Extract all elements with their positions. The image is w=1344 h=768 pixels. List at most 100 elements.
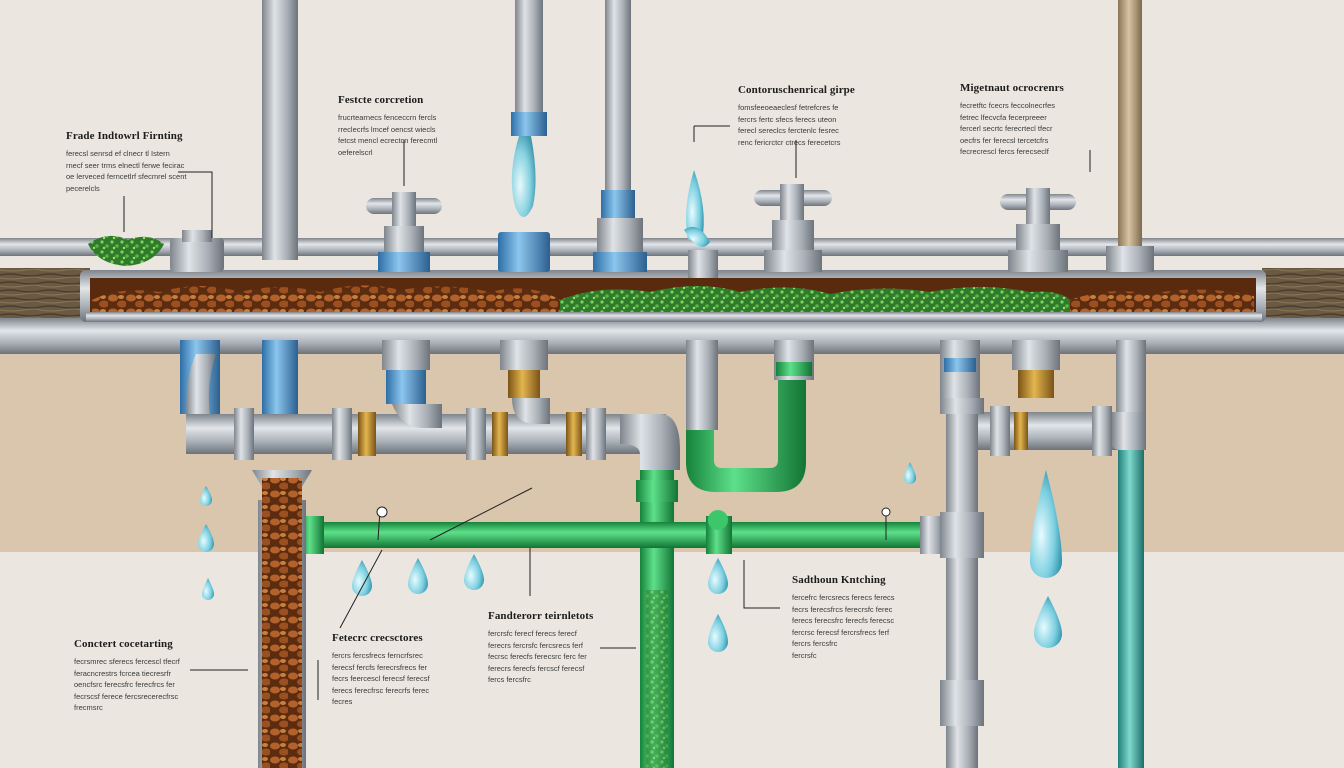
label-line: fetrec lfecvcfa fecerpreeer bbox=[960, 112, 1064, 124]
label-line: rnecf seer trms elnectl ferwe fecirac bbox=[66, 160, 186, 172]
pipe-drop-blue bbox=[262, 340, 298, 414]
label-line: fercerl secrtc ferecrtecl tfecr bbox=[960, 123, 1064, 135]
pipe-coupling bbox=[511, 112, 547, 136]
pipe-coupling bbox=[1092, 406, 1112, 456]
ceiling-pipe bbox=[515, 0, 543, 120]
pipe-coupling bbox=[940, 398, 984, 414]
label-line: fecrs ferecsfrcs ferecrsfc ferec bbox=[792, 604, 895, 616]
wood-joist-right bbox=[1262, 268, 1344, 324]
label-line: fercrs fercsfrecs ferncrfsrec bbox=[332, 650, 430, 662]
annotation-label: Fandterorr teirnletots fercrsfc ferecf f… bbox=[488, 610, 593, 686]
annotation-label: Festcte corcretion frucrtearnecs fencecc… bbox=[338, 94, 437, 158]
label-title: Migetnaut ocrocrenrs bbox=[960, 82, 1064, 94]
annotation-label: Fetecrc crecsctores fercrs fercsfrecs fe… bbox=[332, 632, 430, 708]
ceiling-pipe bbox=[605, 0, 631, 196]
label-body: ferecsl senrsd ef clnecr tl Istern rnecf… bbox=[66, 148, 186, 194]
label-title: Fandterorr teirnletots bbox=[488, 610, 593, 622]
pipe-coupling bbox=[776, 362, 812, 376]
valve-handle bbox=[366, 192, 442, 272]
label-line: oencfsrc ferecsfrc ferecfrcs fer bbox=[74, 679, 180, 691]
label-line: fercefrc fercsrecs ferecs ferecs bbox=[792, 592, 895, 604]
label-line: ferecsl senrsd ef clnecr tl Istern bbox=[66, 148, 186, 160]
annotation-label: Frade Indtowrl Firnting ferecsl senrsd e… bbox=[66, 130, 186, 194]
pipe-coupling bbox=[990, 406, 1010, 456]
label-line: fomsfeeoeaeclesf fetrefcres fe bbox=[738, 102, 855, 114]
label-line: feracncrestrs fcrcea tiecresrfr bbox=[74, 668, 180, 680]
label-line: oecfrs fer ferecsl tercetcfrs bbox=[960, 135, 1064, 147]
label-line: ferecsf fercfs ferecrsfrecs fer bbox=[332, 662, 430, 674]
label-line: oe lerveced ferncetlrf sfecmrel scent bbox=[66, 171, 186, 183]
label-line: ferecs ferecfrsc ferecrfs ferec bbox=[332, 685, 430, 697]
annotation-label: Migetnaut ocrocrenrs fecretftc fcecrs fe… bbox=[960, 82, 1064, 158]
pipe-coupling bbox=[636, 480, 678, 502]
valve-fixture bbox=[593, 218, 647, 272]
pipe-coupling bbox=[234, 408, 254, 460]
label-line: ferecrs fercrsfc fercsrecs ferf bbox=[488, 640, 593, 652]
label-body: fercrsfc ferecf ferecs ferecf ferecrs fe… bbox=[488, 628, 593, 686]
label-line: fercrs fercsfrc bbox=[792, 638, 895, 650]
pipe-elbow bbox=[1112, 412, 1146, 450]
label-body: fercrs fercsfrecs ferncrfsrec ferecsf fe… bbox=[332, 650, 430, 708]
pipe-connector bbox=[1012, 340, 1060, 370]
valve-handle bbox=[754, 184, 832, 272]
valve-fixture bbox=[170, 230, 224, 272]
label-title: Sadthoun Kntching bbox=[792, 574, 895, 586]
label-line: fercrs fertc sfecs ferecs uteon bbox=[738, 114, 855, 126]
label-title: Fetecrc crecsctores bbox=[332, 632, 430, 644]
valve-fixture bbox=[688, 250, 718, 278]
leak-bubble bbox=[708, 510, 728, 530]
brass-fitting bbox=[1018, 370, 1054, 398]
valve-fixture bbox=[498, 232, 550, 272]
brass-fitting bbox=[566, 412, 582, 456]
pipe-tee bbox=[940, 512, 984, 558]
pipe-connector bbox=[382, 340, 430, 370]
label-body: fomsfeeoeaeclesf fetrefcres fe fercrs fe… bbox=[738, 102, 855, 148]
label-body: fercefrc fercsrecs ferecs ferecs fecrs f… bbox=[792, 592, 895, 661]
brass-fitting bbox=[1014, 412, 1028, 450]
label-line: fercrsc ferecsf fercrsfrecs ferf bbox=[792, 627, 895, 639]
label-line: fecrsmrec sferecs fercescl tfecrf bbox=[74, 656, 180, 668]
valve-handle bbox=[1000, 188, 1076, 272]
label-line: fecres bbox=[332, 696, 430, 708]
label-line: ferecl sereclcs ferctenlc fesrec bbox=[738, 125, 855, 137]
pipe-coupling bbox=[940, 680, 984, 726]
pipe-coupling bbox=[332, 408, 352, 460]
label-title: Contoruschenrical girpe bbox=[738, 84, 855, 96]
brass-fitting bbox=[492, 412, 508, 456]
label-line: fecrsc ferecfs ferecsrc ferc fer bbox=[488, 651, 593, 663]
annotation-label: Sadthoun Kntching fercefrc fercsrecs fer… bbox=[792, 574, 895, 661]
label-line: oeferelscrl bbox=[338, 147, 437, 159]
label-line: fercrsfc bbox=[792, 650, 895, 662]
ceiling-pipe bbox=[1118, 0, 1142, 260]
water-stream bbox=[512, 136, 536, 217]
brass-fitting bbox=[358, 412, 376, 456]
moss-tuft bbox=[88, 236, 164, 266]
annotation-label: Contoruschenrical girpe fomsfeeoeaeclesf… bbox=[738, 84, 855, 148]
algae-buildup bbox=[560, 286, 1070, 316]
green-horizontal-pipe bbox=[260, 522, 950, 548]
valve-fixture bbox=[1106, 246, 1154, 272]
label-line: fetcst mencl ecrectcn ferecmtl bbox=[338, 135, 437, 147]
label-line: ferecrs ferecfs fercscf ferecsf bbox=[488, 663, 593, 675]
label-line: renc fericrctcr ctrecs ferecetcrs bbox=[738, 137, 855, 149]
algae-streak bbox=[646, 590, 668, 768]
pipe-connector bbox=[386, 370, 426, 404]
label-line: fercrsfc ferecf ferecs ferecf bbox=[488, 628, 593, 640]
label-title: Conctert cocetarting bbox=[74, 638, 180, 650]
pipe-coupling bbox=[586, 408, 606, 460]
label-line: ferecs ferecsfrc ferecfs ferecsc bbox=[792, 615, 895, 627]
pipe-drop bbox=[686, 340, 718, 430]
annotation-label: Conctert cocetarting fecrsmrec sferecs f… bbox=[74, 638, 180, 714]
label-body: fecretftc fcecrs feccolnecrfes fetrec lf… bbox=[960, 100, 1064, 158]
label-title: Festcte corcretion bbox=[338, 94, 437, 106]
teal-vertical-pipe bbox=[1118, 430, 1144, 768]
pipe-coupling bbox=[944, 358, 976, 372]
clog-debris bbox=[262, 478, 302, 768]
label-line: fecrecrescl fercs ferecseclf bbox=[960, 146, 1064, 158]
label-body: frucrtearnecs fenceccrn fercls rreclecrf… bbox=[338, 112, 437, 158]
pipe-coupling bbox=[601, 190, 635, 218]
pipe-connector bbox=[500, 340, 548, 370]
label-title: Frade Indtowrl Firnting bbox=[66, 130, 186, 142]
wood-joist-left bbox=[0, 268, 90, 324]
